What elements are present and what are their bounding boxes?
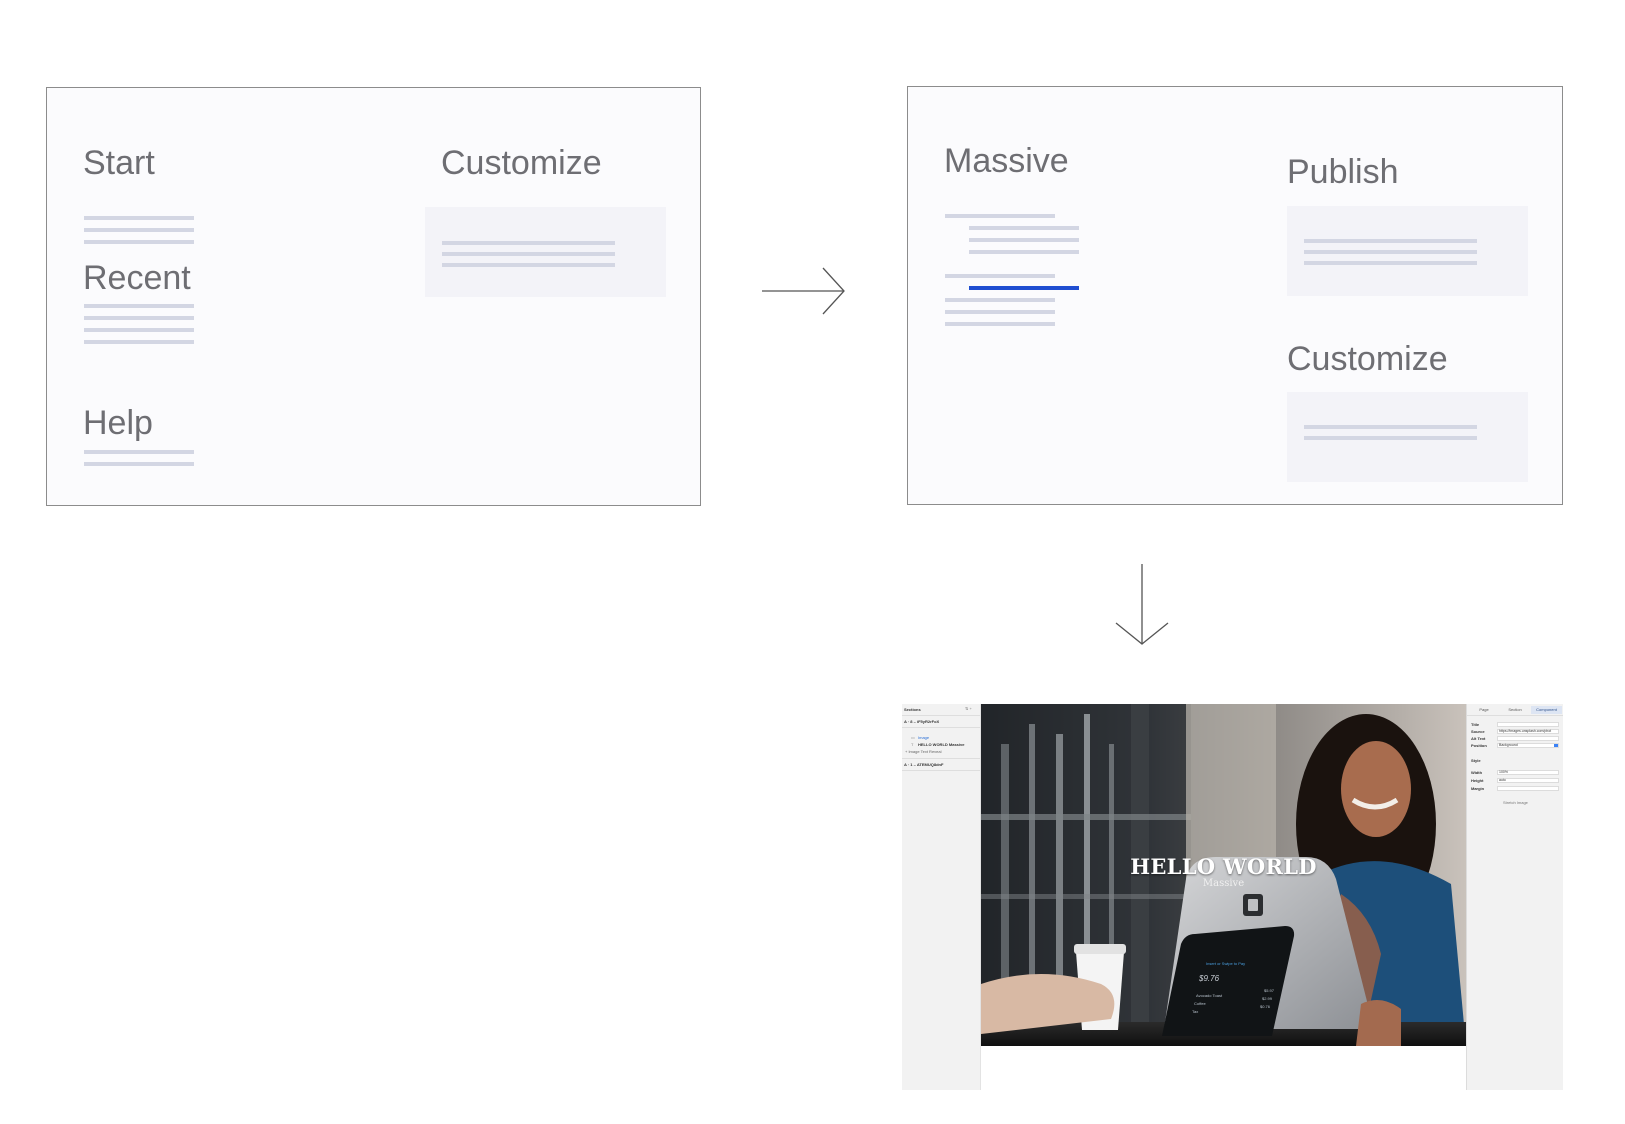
publish-card	[1287, 206, 1528, 296]
before-layout-panel: Start Recent Help Customize	[46, 87, 701, 506]
hero-title[interactable]: HELLO WORLD	[1130, 854, 1317, 879]
customize-heading: Customize	[441, 144, 602, 182]
width-field[interactable]: 100%	[1497, 770, 1559, 775]
source-label: Source	[1471, 729, 1485, 734]
position-label: Position	[1471, 743, 1487, 748]
tablet-price: $9.76	[1199, 974, 1220, 983]
hero-subtitle[interactable]: Massive	[1202, 878, 1245, 889]
receipt-row-label: Avocado Toast	[1196, 993, 1223, 998]
receipt-row-value: $2.99	[1262, 996, 1273, 1001]
margin-label: Margin	[1471, 786, 1485, 791]
source-field[interactable]: https://images.unsplash.com/phot	[1497, 729, 1559, 734]
publish-heading: Publish	[1287, 153, 1399, 191]
add-component-link[interactable]: + Image Text Reveal	[905, 749, 942, 754]
receipt-row-value: $5.97	[1264, 988, 1275, 993]
sections-sidebar: Sections ⇅ + A · 8 – iF5yR2rFoX ▭ Image …	[902, 704, 981, 1090]
alt-text-field[interactable]	[1497, 736, 1559, 741]
source-value: https://images.unsplash.com/phot	[1499, 729, 1552, 733]
width-value: 100%	[1499, 770, 1508, 774]
title-label: Title	[1471, 722, 1480, 727]
arrow-right-icon	[762, 267, 845, 315]
component-item-text[interactable]: HELLO WORLD Massive	[918, 742, 965, 747]
hero-image[interactable]: HELLO WORLD Massive Insert or Swipe to P…	[981, 704, 1466, 1046]
component-item-image[interactable]: Image	[918, 735, 930, 740]
tablet-pay-prompt: Insert or Swipe to Pay	[1206, 961, 1246, 966]
title-field[interactable]	[1497, 722, 1559, 727]
position-select[interactable]: Background	[1497, 743, 1559, 748]
alt-text-label: Alt Text	[1471, 736, 1486, 741]
width-label: Width	[1471, 770, 1483, 775]
customize-card	[1287, 392, 1528, 482]
selected-tree-item	[969, 286, 1079, 290]
arrow-down-icon	[1115, 564, 1169, 645]
margin-field[interactable]	[1497, 786, 1559, 791]
section-item[interactable]: A · 1 – ATEMUQ8dnF	[904, 762, 944, 767]
customize-heading: Customize	[1287, 340, 1448, 378]
customize-card	[425, 207, 666, 297]
sections-title: Sections	[904, 707, 921, 712]
sidebar-controls-icon[interactable]: ⇅ +	[965, 706, 972, 711]
tab-component[interactable]: Component	[1531, 706, 1562, 714]
receipt-row-label: Coffee	[1194, 1001, 1206, 1006]
editor-screenshot: Sections ⇅ + A · 8 – iF5yR2rFoX ▭ Image …	[902, 704, 1563, 1090]
height-value: auto	[1499, 778, 1506, 782]
stretch-image-link[interactable]: Stretch Image	[1503, 800, 1528, 805]
tab-section[interactable]: Section	[1508, 707, 1522, 712]
help-heading: Help	[83, 404, 153, 442]
section-item[interactable]: A · 8 – iF5yR2rFoX	[904, 719, 940, 724]
chevron-down-icon	[1554, 744, 1558, 747]
height-field[interactable]: auto	[1497, 778, 1559, 783]
after-layout-panel: Massive Publish Customize	[907, 86, 1563, 505]
start-heading: Start	[83, 144, 155, 182]
properties-sidebar: Page Section Component Title Source http…	[1466, 704, 1563, 1090]
text-icon: T	[911, 742, 914, 747]
massive-heading: Massive	[944, 142, 1069, 180]
tab-page[interactable]: Page	[1479, 707, 1489, 712]
position-value: Background	[1499, 743, 1518, 747]
receipt-row-label: Tax	[1192, 1009, 1199, 1014]
image-icon: ▭	[911, 735, 915, 740]
receipt-row-value: $0.76	[1260, 1004, 1271, 1009]
style-label: Style	[1471, 758, 1481, 763]
height-label: Height	[1471, 778, 1484, 783]
recent-heading: Recent	[83, 259, 191, 297]
